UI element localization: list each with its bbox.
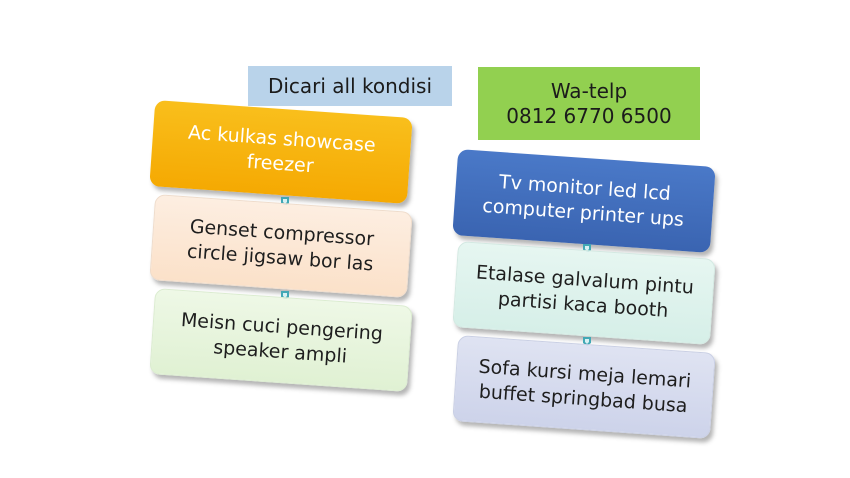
title-box-dicari: Dicari all kondisi bbox=[248, 66, 452, 106]
card-etalase-text: Etalase galvalum pintu partisi kaca boot… bbox=[475, 261, 695, 322]
contact-phone: 0812 6770 6500 bbox=[506, 103, 672, 128]
card-mesin-cuci: Meisn cuci pengering speaker ampli bbox=[149, 288, 413, 392]
card-genset-text: Genset compressor circle jigsaw bor las bbox=[186, 215, 375, 276]
card-mesin-cuci-text: Meisn cuci pengering speaker ampli bbox=[180, 309, 384, 368]
card-etalase: Etalase galvalum pintu partisi kaca boot… bbox=[452, 241, 716, 345]
card-tv-monitor: Tv monitor led lcd computer printer ups bbox=[452, 149, 716, 253]
card-genset: Genset compressor circle jigsaw bor las bbox=[149, 194, 413, 298]
card-sofa-text: Sofa kursi meja lemari buffet springbad … bbox=[477, 355, 692, 418]
contact-box: Wa-telp 0812 6770 6500 bbox=[478, 67, 700, 140]
card-ac-kulkas-text: Ac kulkas showcase freezer bbox=[187, 121, 377, 178]
card-sofa: Sofa kursi meja lemari buffet springbad … bbox=[452, 335, 716, 439]
card-tv-monitor-text: Tv monitor led lcd computer printer ups bbox=[481, 171, 685, 231]
title-text: Dicari all kondisi bbox=[267, 73, 433, 98]
card-ac-kulkas: Ac kulkas showcase freezer bbox=[149, 100, 413, 204]
contact-label: Wa-telp bbox=[550, 78, 628, 103]
